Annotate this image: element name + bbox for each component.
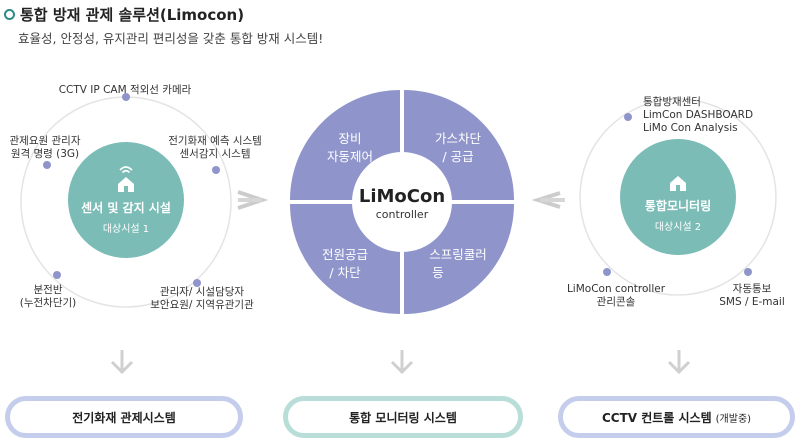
arrow-right-to-center-icon (531, 191, 561, 209)
pill-cctv-label: CCTV 컨트롤 시스템 (601, 410, 712, 425)
down-arrow-right-icon (667, 350, 691, 375)
label-notify-line1: 자동통보 (732, 283, 772, 295)
right-orbit-dot-lower-left (603, 268, 611, 276)
down-arrow-center-icon (390, 350, 414, 375)
header: 통합 방재 관제 솔루션(Limocon) (4, 4, 244, 25)
left-node-title: 센서 및 감지 시설 (81, 201, 171, 215)
center-hub (352, 152, 452, 252)
label-panel-line2: (누전차단기) (19, 297, 77, 309)
label-console-line2: 관리콘솔 (596, 296, 636, 308)
quadrant-top-left-line2: 자동제어 (326, 149, 373, 164)
label-center-line1: 통합방재센터 (643, 96, 701, 108)
label-panel-line1: 분전반 (33, 284, 63, 296)
quadrant-bottom-left-line1: 전원공급 (321, 247, 368, 262)
page-title: 통합 방재 관제 솔루션(Limocon) (20, 6, 245, 24)
left-orbit-dot-lower-right (193, 279, 201, 287)
right-node-subtitle: 대상시설 2 (654, 222, 702, 233)
quadrant-top-left-line1: 장비 (338, 131, 362, 146)
pill-cctv-note: (개발중) (715, 413, 752, 425)
label-fire-predict-line1: 전기화재 예측 시스템 (168, 135, 262, 147)
hub-brand-sub: controller (375, 208, 429, 221)
left-node-subtitle: 대상시설 1 (102, 224, 150, 235)
quadrant-top-right-line2: / 공급 (442, 149, 474, 164)
label-center-line3: LiMo Con Analysis (643, 122, 738, 134)
pill-electric-fire-system: 전기화재 관제시스템 (5, 396, 243, 438)
right-orbit-ring (579, 98, 777, 296)
right-node-title: 통합모니터링 (644, 199, 712, 213)
right-orbit-dot-lower-right (744, 268, 752, 276)
label-cctv: CCTV IP CAM 적외선 카메라 (58, 84, 192, 96)
pill-monitoring-label: 통합 모니터링 시스템 (349, 410, 457, 425)
left-orbit-dot-top (122, 93, 130, 101)
down-arrow-left-icon (110, 350, 134, 375)
right-orbit-dot-top (624, 113, 632, 121)
label-manager-line2: 보안요원/ 지역유관기관 (150, 299, 254, 311)
quadrant-bottom-right-line1: 스프링쿨러 (429, 247, 487, 262)
label-operator-line2: 원격 명령 (3G) (10, 148, 80, 160)
pill-electric-fire-label: 전기화재 관제시스템 (72, 410, 176, 425)
right-node-circle (620, 139, 736, 255)
label-console-line1: LiMoCon controller (566, 283, 666, 295)
pill-monitoring-system: 통합 모니터링 시스템 (283, 396, 523, 438)
quadrant-bottom-right-line2: 등 (432, 265, 444, 280)
label-manager-line1: 관리자/ 시설담당자 (159, 286, 245, 298)
sensor-home-icon (118, 166, 134, 192)
label-fire-predict-line2: 센서감지 시스템 (179, 148, 251, 160)
page-subtitle: 효율성, 안정성, 유지관리 편리성을 갖춘 통합 방재 시스템! (18, 31, 324, 46)
label-center-line2: LimCon DASHBOARD (643, 109, 754, 121)
label-notify-line2: SMS / E-mail (719, 296, 785, 308)
quadrant-bottom-left-line2: / 차단 (329, 265, 361, 280)
left-node-circle (68, 142, 184, 258)
monitoring-home-icon (670, 176, 686, 191)
left-orbit-dot-upper-right (212, 166, 220, 174)
label-operator-line1: 관제요원 관리자 (9, 135, 81, 147)
title-bullet-icon (4, 9, 15, 20)
left-orbit-dot-upper-left (43, 161, 51, 169)
left-orbit-dot-lower-left (53, 271, 61, 279)
pill-cctv-system: CCTV 컨트롤 시스템 (개발중) (558, 396, 795, 438)
hub-brand: LiMoCon (358, 186, 446, 207)
quadrant-top-right-line1: 가스차단 (434, 131, 481, 146)
